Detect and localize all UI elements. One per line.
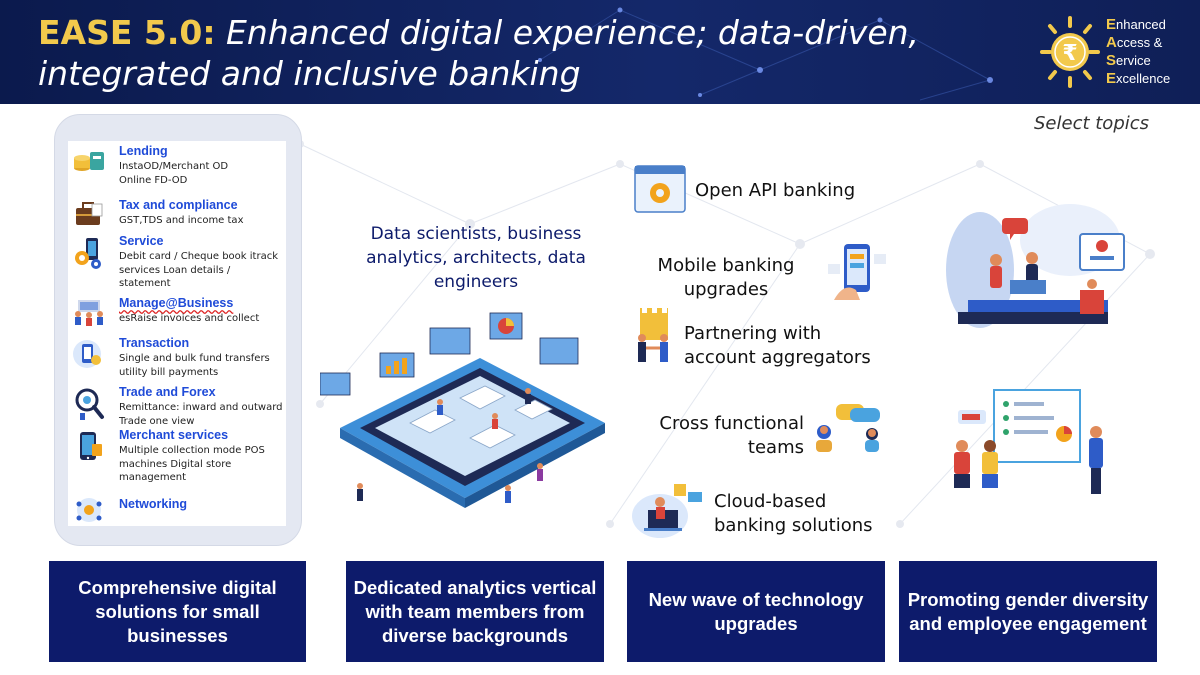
mobile-icon: [828, 244, 886, 300]
service-desc: InstaOD/Merchant OD Online FD-OD: [119, 161, 229, 186]
logo-cap: E: [1106, 70, 1117, 87]
gears-phone-icon: [75, 238, 101, 269]
network-background: [538, 7, 993, 101]
service-desc: GST,TDS and income tax: [119, 215, 244, 226]
logo-rest: ervice: [1116, 53, 1151, 68]
tech-item-account-aggregators: Partnering with account aggregators: [684, 322, 894, 370]
team-icon: [75, 300, 103, 326]
logo-text: Enhanced Access & Service Excellence: [1106, 16, 1170, 88]
network-icon: [76, 498, 102, 522]
briefcase-icon: [76, 202, 103, 225]
analytics-heading: Data scientists, business analytics, arc…: [366, 224, 586, 292]
tech-item-open-api: Open API banking: [695, 180, 856, 201]
service-title: Manage@Business: [119, 296, 234, 310]
handshake-icon: [638, 308, 668, 362]
magnifier-icon: [75, 388, 104, 420]
summary-box-technology: New wave of technology upgrades: [627, 561, 885, 662]
logo-cap: S: [1106, 52, 1117, 69]
service-desc: Debit card / Cheque book itrack services…: [119, 251, 278, 289]
page-title: EASE 5.0: Enhanced digital experience; d…: [38, 12, 1028, 94]
service-desc: Remittance: inward and outward Trade one…: [119, 402, 283, 427]
service-title: Service: [119, 234, 164, 248]
logo-cap: A: [1106, 34, 1117, 51]
tech-item-cross-functional: Cross functional teams: [659, 413, 804, 458]
logo-rest: ccess &: [1116, 35, 1163, 50]
service-desc: esRaise invoices and collect: [119, 313, 260, 324]
service-title: Networking: [119, 497, 188, 511]
summary-box-small-business: Comprehensive digital solutions for smal…: [49, 561, 306, 662]
title-rest: Enhanced digital experience; data-driven…: [38, 13, 920, 93]
rupee-symbol: ₹: [1062, 41, 1077, 66]
summary-box-label: New wave of technology upgrades: [648, 588, 864, 634]
summary-box-label: Dedicated analytics vertical with team m…: [353, 576, 597, 646]
service-title: Lending: [119, 144, 168, 158]
sun-rupee-logo-icon: ₹: [1040, 16, 1100, 88]
logo-rest: nhanced: [1116, 17, 1166, 32]
service-title: Merchant services: [119, 428, 229, 442]
service-desc: Single and bulk fund transfers utility b…: [119, 353, 270, 378]
phone-screen: Lending InstaOD/Merchant OD Online FD-OD…: [68, 141, 286, 526]
logo-cap: E: [1106, 16, 1117, 33]
gender-diversity-illustration: [946, 204, 1125, 328]
account-aggregators-label: Partnering with account aggregators: [684, 323, 871, 368]
pos-icon: [80, 432, 102, 460]
service-title: Transaction: [119, 336, 190, 350]
analytics-isometric-illustration: [320, 312, 605, 508]
chat-people-icon: [816, 404, 880, 452]
title-lead: EASE 5.0:: [38, 13, 216, 52]
header-banner: EASE 5.0: Enhanced digital experience; d…: [0, 0, 1200, 104]
cloud-laptop-icon: [632, 484, 702, 538]
payment-icon: [73, 340, 101, 368]
service-desc: Multiple collection mode POS machines Di…: [119, 445, 265, 483]
service-title: Tax and compliance: [119, 198, 238, 212]
api-gear-icon: [634, 165, 686, 213]
summary-box-diversity: Promoting gender diversity and employee …: [899, 561, 1157, 662]
ease-logo: ₹ Enhanced Access & Service Excellence: [1036, 8, 1196, 98]
tech-item-cloud-banking: Cloud-based banking solutions: [714, 491, 873, 536]
summary-box-analytics: Dedicated analytics vertical with team m…: [346, 561, 604, 662]
summary-box-label: Comprehensive digital solutions for smal…: [78, 576, 277, 646]
service-title: Trade and Forex: [119, 385, 216, 399]
select-topics-label: Select topics: [1034, 113, 1150, 134]
logo-rest: xcellence: [1116, 71, 1171, 86]
coins-icon: [74, 152, 104, 171]
employee-engagement-illustration: [954, 389, 1103, 494]
summary-box-label: Promoting gender diversity and employee …: [907, 588, 1149, 634]
tech-item-mobile-banking: Mobile banking upgrades: [657, 255, 795, 300]
